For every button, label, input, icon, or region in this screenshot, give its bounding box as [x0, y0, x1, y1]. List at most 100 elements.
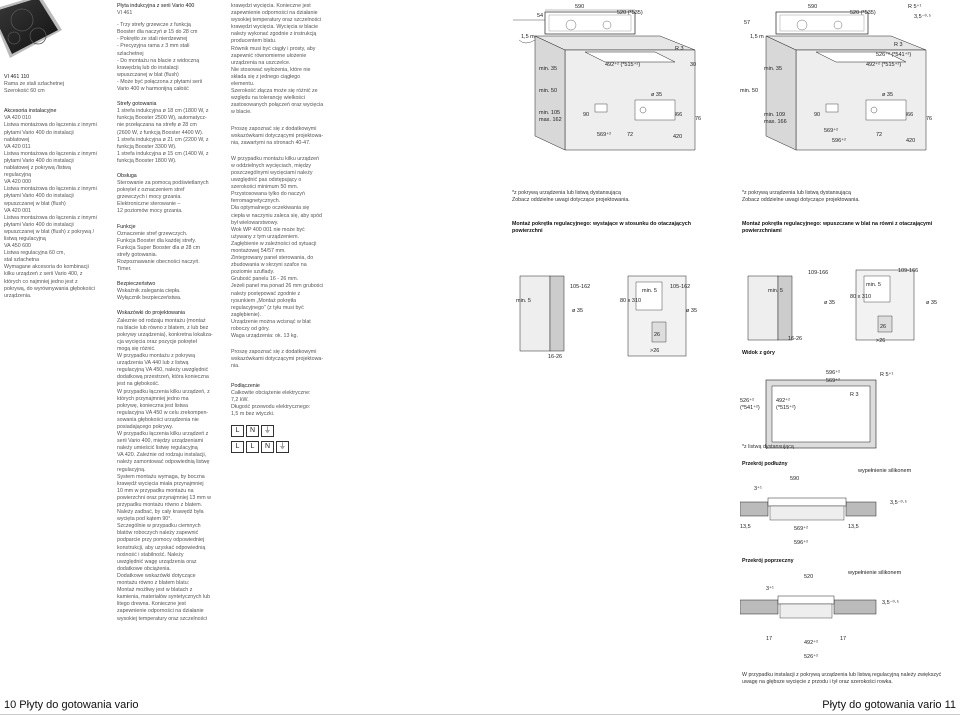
feature-bullets: - Trzy strefy grzewcze z funkcją Booster…: [117, 22, 225, 93]
long-section-title: Przekrój podłużny: [742, 461, 788, 467]
dim-phi35: ø 35: [651, 92, 662, 98]
dim-26: 26: [654, 332, 660, 338]
proj-line: regulacyjna VA 450 w celu zrekompen-: [117, 409, 209, 416]
proj-line: urządzenia VA 440 lub z listwą: [117, 360, 189, 367]
text-line: Waga urządzenia: ok. 13 kg.: [231, 333, 298, 340]
func-line: Oznaczenie stref grzewczych.: [117, 230, 188, 237]
dim-13-5b: 13,5: [848, 524, 859, 530]
proj-line: dodatkową przestrzeń, która konieczna: [117, 374, 209, 381]
proj-line: należy zamontować odpowiednią listwę: [117, 459, 210, 466]
accessory-line: urządzenia.: [4, 292, 32, 299]
plug-n: N: [261, 440, 274, 453]
top-view-title: Widok z góry: [742, 350, 775, 356]
dim-1-5m: 1,5 m: [750, 34, 764, 40]
diagram-long-section: 590 3⁺¹ wypełnienie silikonem 3,5⁻⁰·⁵ 13…: [739, 468, 958, 568]
footer-right: Płyty do gotowania vario 11: [822, 699, 956, 711]
dim-541: (*541⁺²): [740, 404, 760, 411]
dim-gt26: >26: [650, 348, 659, 354]
proj-line: posiadającego pokrywy.: [117, 423, 174, 430]
proj-line: Szczególnie w przypadku ciemnych: [117, 523, 201, 530]
dim-520: 520: [804, 574, 813, 580]
dim-17: 17: [766, 636, 772, 642]
note-line-2: Zobacz oddzielne uwagi dotyczące projekt…: [512, 197, 630, 203]
text-line: regulacyjnego” (z tyłu musi być: [231, 304, 304, 311]
dim-phi35: ø 35: [824, 300, 835, 306]
dim-3: 3⁺¹: [766, 585, 774, 592]
connection-list: Całkowite obciążenie elektryczne:7,2 kW.…: [231, 390, 343, 418]
text-line: w blacie.: [231, 109, 252, 116]
dim-min5: min. 5: [516, 298, 531, 304]
text-line: Szerokość złącza może się różnić ze: [231, 88, 318, 95]
proj-line: litego drewna. Konieczne jest: [117, 601, 186, 608]
dim-3: 3⁺¹: [754, 485, 762, 492]
dim-366: 366: [673, 112, 682, 118]
dim-492: 492⁺² (*515⁺²): [605, 61, 640, 68]
proj-line: jest na głębokość.: [117, 381, 160, 388]
plug-diagram-1: L N ⏚: [231, 424, 343, 437]
text-line: krawędzi wycięcia. Wycięcia w blacie: [231, 24, 319, 31]
dim-26: 26: [880, 324, 886, 330]
func-line: Funkcja Super Booster dla ø 28 cm: [117, 244, 201, 251]
bottom-note: W przypadku instalacji z pokrywą urządze…: [742, 672, 942, 685]
feature-line: - Może być połączona z płytami serii: [117, 78, 203, 85]
accessory-line: Listwa regulacyjna 60 cm,: [4, 250, 65, 257]
accessory-line: nablatowej: [4, 136, 30, 143]
text-line: ciepła w naczyniu zaleca się, aby spód: [231, 212, 322, 219]
dim-526: 526⁺² (*541⁺²): [876, 51, 911, 58]
diagram-knob-protruding: min. 5 105-162 ø 35 16-26 80 x 310 min. …: [510, 240, 735, 360]
dim-30: 30: [690, 62, 696, 68]
zone-line: 1 strefa indukcyjna ø 21 cm (2200 W, z: [117, 136, 209, 143]
proj-line: zapewnienie odporności na działanie: [117, 608, 204, 615]
proj-line: wysokiej temperatury oraz szczelności: [117, 615, 208, 622]
dim-596: 596⁺²: [826, 369, 840, 376]
func-line: Timer.: [117, 266, 132, 273]
plug-l: L: [231, 424, 244, 437]
dim-526: 526⁺²: [740, 397, 754, 404]
dim-3-5: 3,5⁻⁰·⁵: [914, 13, 931, 20]
accessory-line: Listwa montażowa do łączenia z innymi: [4, 122, 97, 129]
text-line: składa się z jednego ciągłego: [231, 73, 301, 80]
proj-line: podparcie przy pomocy odpowiedniej: [117, 537, 205, 544]
dim-16-26: 16-26: [788, 336, 802, 342]
proj-line: dodatkowe obciążenia.: [117, 565, 171, 572]
accessory-line: VA 420 011: [4, 143, 31, 150]
dim-590: 590: [575, 4, 584, 10]
text-line: był wielowarstwowy.: [231, 219, 279, 226]
plug-n: N: [246, 424, 259, 437]
accessory-line: listwą regulacyjną: [4, 235, 46, 242]
sealant-label: wypełnienie silikonem: [847, 570, 902, 576]
text-line: uwzględnić pas odstępujący o: [231, 177, 302, 184]
accessory-line: płytami Vario 400 do instalacji: [4, 221, 74, 228]
text-line: używany z tym urządzeniem.: [231, 233, 300, 240]
accessory-line: płytami Vario 400 do instalacji: [4, 157, 74, 164]
func-title: Funkcje: [117, 223, 136, 230]
feature-line: krawędzią lub do instalacji: [117, 64, 179, 71]
text-line: Zintegrowany panel sterowania, do: [231, 255, 314, 262]
proj-line: System montażu wymaga, by boczna: [117, 473, 205, 480]
accessory-line: VA 420 001: [4, 207, 31, 214]
dim-min5b: min. 5: [866, 282, 881, 288]
dim-57: 57: [744, 20, 750, 26]
dim-min35: min. 35: [764, 66, 782, 72]
text-line: zapewnienie odporności na działanie: [231, 10, 318, 17]
dim-520: 520 (*535): [617, 10, 643, 16]
dim-3-5: 3,5⁻⁰·⁵: [882, 599, 899, 606]
diagram-knob-flush: min. 5 109-166 ø 35 16-26 80 x 310 min. …: [738, 240, 960, 350]
text-line: Urządzenie można wcisnąć w blat: [231, 318, 311, 325]
text-line: montażowej 54/57 mm.: [231, 248, 286, 254]
text-line: szerokości minimum 50 mm.: [231, 184, 299, 191]
dim-17b: 17: [840, 636, 846, 642]
safety-line: Wyłącznik bezpieczeństwa.: [117, 295, 182, 302]
dim-min5: min. 5: [768, 288, 783, 294]
text-line: wskazówkami dotyczącymi projektowa-: [231, 356, 324, 363]
conn-line: 7,2 kW.: [231, 396, 249, 403]
text-line: należy postępować zgodnie z: [231, 290, 301, 297]
accessory-line: Listwa montażowa do łączenia z innymi: [4, 186, 97, 193]
ops-line: grzewczych i mocy grzania.: [117, 194, 182, 201]
dim-80x310: 80 x 310: [620, 298, 641, 304]
dim-76: 76: [926, 116, 932, 122]
